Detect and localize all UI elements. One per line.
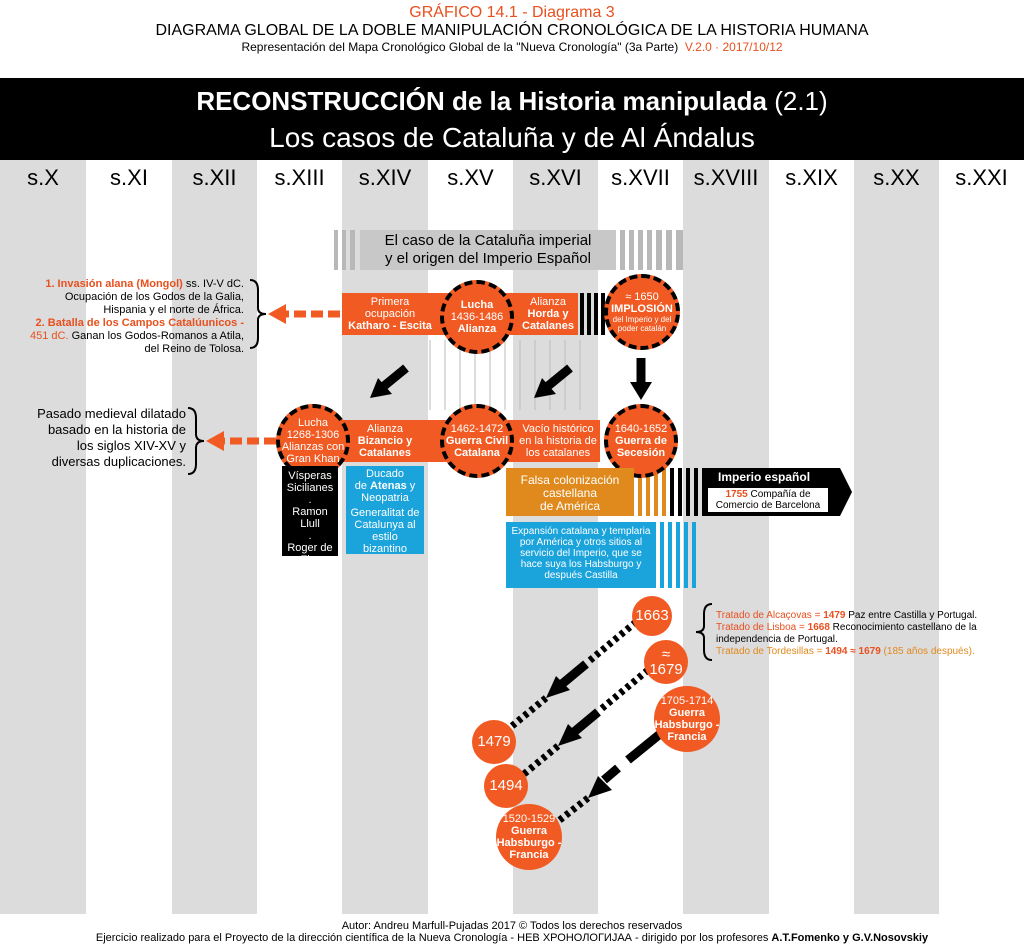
graph-label: GRÁFICO 14.1 - Diagrama 3 [409, 4, 615, 21]
banner-subtitle: Los casos de Cataluña y de Al Ándalus [269, 122, 755, 153]
down-arrow [630, 358, 652, 400]
left-brace-1 [249, 279, 267, 349]
circle-1663: 1663 [632, 596, 672, 636]
dashed-arrow-1663 [509, 619, 639, 729]
century-label: s.XXI [939, 160, 1024, 196]
century-header-row: s.X s.XI s.XII s.XIII s.XIV s.XV s.XVI s… [0, 160, 1024, 196]
dashed-arrow-1679 [521, 667, 651, 777]
century-label: s.XX [854, 160, 939, 196]
title-banner: RECONSTRUCCIÓN de la Historia manipulada… [0, 78, 1024, 160]
diag-arrow-2 [534, 364, 573, 398]
century-label: s.XI [86, 160, 172, 196]
footer-project: Ejercicio realizado para el Proyecto de … [95, 932, 929, 944]
century-stripe [0, 196, 86, 914]
left-dashed-arrow-1 [268, 304, 340, 324]
century-label: s.XV [428, 160, 513, 196]
imperio-espanol-label: Imperio español 1755 Compañía de Comerci… [708, 470, 838, 512]
diagram-subtitle: Representación del Mapa Cronológico Glob… [241, 40, 783, 54]
version-label: V.2.0 · 2017/10/12 [684, 40, 783, 54]
century-label: s.XVIII [683, 160, 769, 196]
diagram-title: DIAGRAMA GLOBAL DE LA DOBLE MANIPULACIÓN… [155, 22, 869, 39]
dashed-arrow-1705 [549, 730, 663, 829]
imperio-compania-note: 1755 Compañía de Comercio de Barcelona [708, 488, 828, 512]
banner-title: RECONSTRUCCIÓN de la Historia manipulada… [196, 86, 828, 116]
left-dashed-arrow-2 [206, 431, 276, 451]
right-brace [695, 603, 713, 661]
circle-1479: 1479 [472, 720, 516, 764]
falsa-stripes [638, 468, 666, 516]
left-notes-invasion: 1. Invasión alana (Mongol) ss. IV-V dC. … [29, 278, 244, 355]
treaties-notes: Tratado de Alcaçovas = 1479 Paz entre Ca… [716, 610, 978, 657]
century-label: s.XII [172, 160, 257, 196]
imperio-stripes [670, 468, 698, 516]
century-label: s.X [0, 160, 86, 196]
left-brace-2 [187, 407, 205, 475]
footer-author: Autor: Andreu Marfull-Pujadas 2017 © Tod… [341, 920, 683, 932]
circle-1679: ≈1679 [644, 640, 688, 684]
connector-lines [429, 340, 581, 410]
blue-box-atenas: Ducado de Atenas y Neopatria Generalitat… [346, 466, 424, 555]
century-label: s.XVII [598, 160, 683, 196]
century-label: s.XIX [769, 160, 854, 196]
blue-stripes [660, 522, 696, 588]
diag-arrow-1 [370, 364, 409, 398]
circle-1494: 1494 [484, 764, 528, 808]
century-stripe [172, 196, 257, 914]
century-label: s.XIV [342, 160, 428, 196]
left-notes-medieval: Pasado medieval dilatado basado en la hi… [37, 406, 186, 469]
caption-stripes [334, 230, 683, 270]
century-stripe [683, 196, 769, 914]
top-caption: El caso de la Cataluña imperial y el ori… [384, 232, 592, 267]
century-stripe [854, 196, 939, 914]
century-label: s.XVI [513, 160, 598, 196]
row1-stripes [580, 293, 605, 335]
century-label: s.XIII [257, 160, 342, 196]
caption-bar [360, 230, 616, 270]
